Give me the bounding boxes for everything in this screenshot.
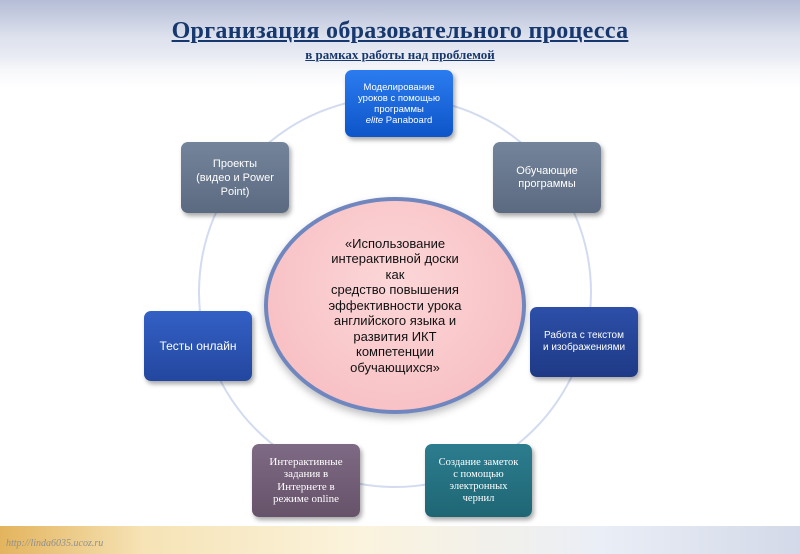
- page-subtitle: в рамках работы над проблемой: [305, 47, 495, 62]
- node-text-images: Работа с текстом и изображениями: [530, 307, 638, 377]
- footer-url: http://linda6035.ucoz.ru: [6, 538, 104, 549]
- node-edu-programs: Обучающие программы: [493, 142, 601, 213]
- center-circle: «Использование интерактивной доски как с…: [264, 197, 526, 414]
- node-modeling-label: Моделирование уроков с помощью программы…: [358, 81, 440, 126]
- node-notes: Создание заметок с помощью электронных ч…: [425, 444, 532, 517]
- node-tests: Тесты онлайн: [144, 311, 252, 381]
- node-interactive: Интерактивные задания в Интернете в режи…: [252, 444, 360, 517]
- header-band: [0, 0, 800, 70]
- node-projects: Проекты (видео и Power Point): [181, 142, 289, 213]
- footer-band: [0, 526, 800, 554]
- page-title: Организация образовательного процесса: [171, 18, 629, 44]
- node-modeling: Моделирование уроков с помощью программы…: [345, 70, 453, 137]
- node-modeling-italic: elite: [365, 114, 384, 126]
- node-modeling-suffix: Panaboard: [383, 114, 433, 126]
- center-text: «Использование интерактивной доски как с…: [328, 235, 462, 375]
